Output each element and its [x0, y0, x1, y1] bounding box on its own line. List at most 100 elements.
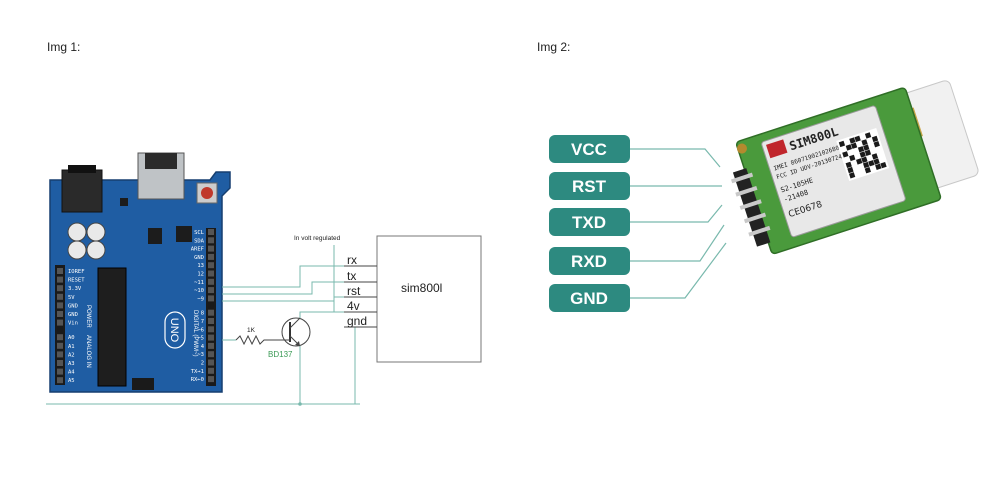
- right-header-pin: [208, 318, 214, 324]
- module-pin-pills: VCC RST TXD RXD GND: [549, 135, 630, 312]
- right-header-pin: [208, 367, 214, 374]
- left-pin-label: A2: [68, 352, 75, 358]
- left-pin-label: 5V: [68, 295, 75, 301]
- right-pin-label: ~3: [197, 352, 204, 358]
- right-header-pin: [208, 262, 214, 269]
- right-header-pin: [208, 376, 214, 383]
- pin-4v: 4v: [347, 299, 360, 313]
- right-pin-label: ~9: [197, 296, 204, 302]
- right-pin-label: 2: [201, 361, 204, 367]
- transistor-label: BD137: [268, 350, 293, 359]
- header-pin: [739, 199, 762, 210]
- left-header-pin: [57, 319, 63, 326]
- right-header-pin: [208, 342, 214, 349]
- right-header-pin: [208, 287, 214, 294]
- left-header-pin: [57, 342, 63, 349]
- right-header-pin: [208, 309, 214, 316]
- img2-label: Img 2:: [537, 40, 571, 54]
- right-pin-label: 8: [201, 311, 204, 317]
- module-wires: [630, 148, 727, 299]
- right-header-pin: [208, 245, 214, 252]
- pin-pill-label: RST: [572, 177, 607, 196]
- left-header-pin: [57, 377, 63, 384]
- resistor-label: 1K: [247, 327, 256, 334]
- left-pin-label: A3: [68, 361, 75, 367]
- qr-code: [836, 128, 890, 181]
- power-jack: [61, 169, 103, 213]
- left-header-pin: [57, 302, 63, 309]
- left-pin-label: A1: [68, 344, 75, 350]
- right-header-pin: [208, 229, 214, 235]
- right-pin-label: 12: [197, 272, 204, 278]
- header-pin: [730, 172, 754, 184]
- right-pin-label: SDA: [194, 238, 205, 244]
- left-header-pin: [57, 268, 63, 274]
- pin-pill-label: RXD: [571, 252, 607, 271]
- sim800l-pin-rows: [344, 265, 377, 328]
- atmega-chip: [97, 267, 127, 387]
- sim800l-label: sim800l: [401, 281, 442, 295]
- resistor-symbol: 1K: [235, 327, 286, 346]
- right-pin-labels: SCLSDAAREFGND1312~11~10~987~6~54~32TX→1R…: [191, 229, 214, 383]
- right-pin-label: GND: [194, 255, 204, 261]
- right-header-pin: [208, 326, 214, 333]
- power-label: POWER: [85, 305, 91, 328]
- left-header-pin: [57, 276, 63, 283]
- right-header-pin: [208, 295, 214, 302]
- pin-rst: rst: [347, 284, 361, 298]
- left-pin-label: RESET: [68, 278, 85, 284]
- right-pin-label: 4: [201, 344, 205, 350]
- pin-pill-vcc: [549, 135, 630, 163]
- left-pin-label: A5: [68, 378, 75, 384]
- header-pin: [748, 225, 771, 237]
- right-header-pin: [208, 253, 214, 260]
- left-pin-label: 3.3V: [68, 286, 82, 292]
- pin-pill-label: GND: [570, 289, 608, 308]
- right-pin-label: 13: [197, 263, 204, 269]
- sim800l-box: [376, 235, 482, 363]
- pin-pill-gnd: [549, 284, 630, 312]
- pin-pill-rst: [549, 172, 630, 200]
- pin-gnd: gnd: [347, 314, 367, 328]
- pin-pill-label: VCC: [571, 140, 607, 159]
- right-pin-label: ~6: [197, 327, 204, 333]
- regulated-note: In volt regulated: [294, 235, 341, 242]
- left-pin-label: IOREF: [68, 269, 85, 275]
- left-header-pin: [57, 285, 63, 292]
- right-pin-label: RX←0: [191, 377, 204, 383]
- left-pin-label: GND: [68, 303, 78, 309]
- right-pin-label: TX→1: [191, 369, 204, 375]
- module-header: [732, 168, 771, 247]
- right-header-pin: [208, 351, 214, 358]
- right-pin-label: 7: [201, 319, 204, 325]
- right-pin-label: ~11: [194, 280, 204, 286]
- img1-label: Img 1:: [47, 40, 81, 54]
- transistor-symbol: BD137: [268, 317, 311, 359]
- sim800l-module: SIM800L IMEI 86071902102680 FCC ID UDV-2…: [730, 80, 979, 255]
- pin-tx: tx: [347, 269, 356, 283]
- pin-pill-txd: [549, 208, 630, 236]
- left-pin-label: GND: [68, 312, 78, 318]
- right-header-pin: [208, 278, 214, 285]
- left-header-pin: [57, 311, 63, 317]
- right-pin-label: ~5: [197, 336, 204, 342]
- header-pin: [743, 212, 767, 224]
- right-header-pin: [208, 270, 214, 277]
- right-header-pin: [208, 237, 214, 244]
- pin-pill-label: TXD: [572, 213, 606, 232]
- left-pin-label: A0: [68, 335, 75, 341]
- left-pin-label: A4: [68, 370, 75, 376]
- right-pin-label: AREF: [191, 247, 204, 253]
- left-header-pin: [57, 334, 63, 341]
- left-header-pin: [57, 360, 63, 366]
- left-header-pin: [57, 351, 63, 358]
- right-pin-label: SCL: [194, 230, 205, 236]
- left-header-pin: [57, 293, 63, 300]
- uno-logo: UNO: [168, 318, 180, 343]
- left-pin-label: Vin: [68, 321, 78, 327]
- right-header: [206, 228, 216, 386]
- left-header-pin: [57, 368, 63, 375]
- right-header-pin: [208, 334, 214, 341]
